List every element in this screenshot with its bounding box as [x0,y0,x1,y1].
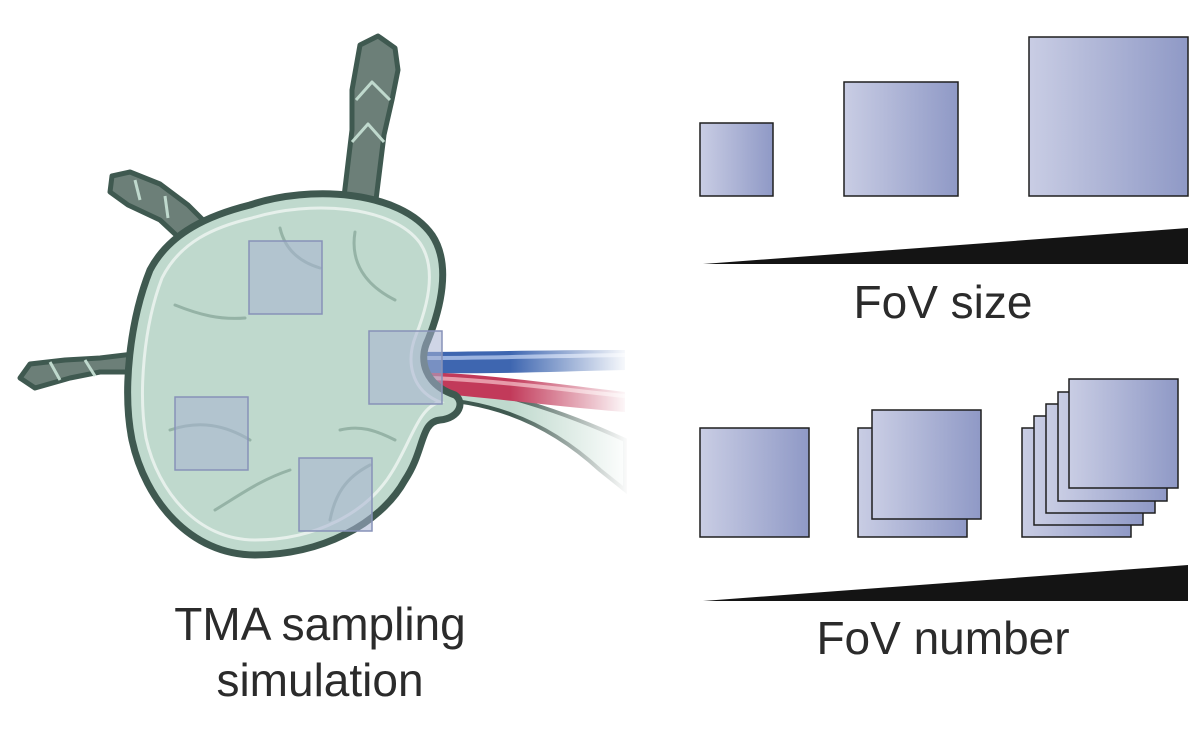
fov-size-small [699,122,774,197]
tma-sample-squares [174,240,443,532]
valve-top-1 [354,80,392,102]
afferent-vessel-left [17,349,153,391]
vessel-fade [510,330,630,510]
valve-l-1 [48,361,62,381]
valve-top-2 [350,122,386,143]
fov-size-medium [843,81,959,197]
fov-size-panel [699,36,1189,197]
fov-number-one [699,427,810,538]
lymph-node-inner-rim [141,206,445,542]
fov-number-wedge [703,565,1188,601]
fov-number-label: FoV number [816,612,1069,664]
fov-size-large [1028,36,1189,197]
tma-caption-line1: TMA sampling [174,598,465,650]
fov-number-panel [699,378,1179,538]
fov-size-wedge [703,228,1188,264]
fov-number-many-5 [1068,378,1179,489]
valve-ul-2 [163,195,170,219]
valve-ul-1 [133,179,142,201]
sample-square-3 [174,396,249,471]
fov-size-label: FoV size [854,276,1033,328]
valve-l-2 [83,359,97,377]
sample-square-4 [298,457,373,532]
afferent-vessel-top [337,33,401,235]
lymph-node-illustration [17,33,630,559]
fov-number-two-front [871,409,982,520]
tma-caption-line2: simulation [216,654,423,706]
sample-square-2 [368,330,443,405]
sample-square-1 [248,240,323,315]
